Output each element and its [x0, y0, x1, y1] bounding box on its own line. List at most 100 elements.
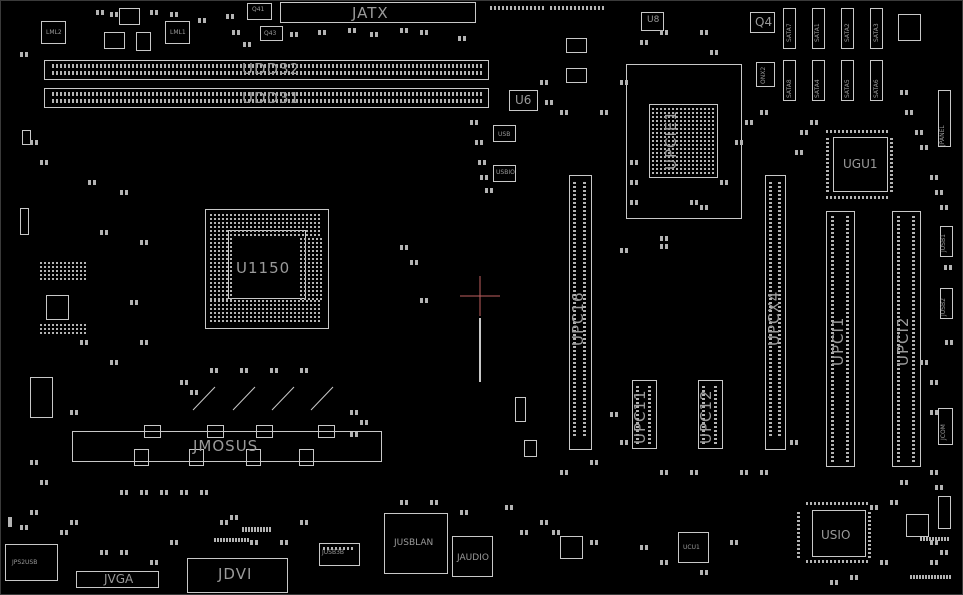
- label-lml2[interactable]: LML2: [46, 29, 62, 36]
- bracket-sm-2[interactable]: [104, 32, 125, 49]
- part-small-mid-2[interactable]: [524, 440, 537, 457]
- part-top-right[interactable]: [898, 14, 921, 41]
- label-jatx[interactable]: JATX: [352, 4, 389, 22]
- choke-bottom-4[interactable]: [299, 449, 314, 466]
- header-small-right[interactable]: [938, 496, 951, 529]
- label-sata4[interactable]: SATA4: [814, 79, 821, 98]
- label-jaudio[interactable]: JAUDIO: [457, 553, 489, 563]
- choke-top-4[interactable]: [318, 425, 335, 438]
- pci-slot-upci1[interactable]: [826, 211, 855, 467]
- label-sata5[interactable]: SATA5: [844, 79, 851, 98]
- vrm-region-jmosus[interactable]: [72, 431, 382, 462]
- chip-near-ucu1[interactable]: [560, 536, 583, 559]
- chip-ucu1[interactable]: [678, 532, 709, 563]
- chip-usb[interactable]: [493, 125, 516, 142]
- label-sata1[interactable]: SATA1: [814, 23, 821, 42]
- connector-jps2usb[interactable]: [5, 544, 58, 581]
- sata-connector-6[interactable]: [812, 60, 825, 101]
- label-jusb2[interactable]: JUSB2: [940, 298, 947, 316]
- label-u6[interactable]: U6: [515, 93, 532, 107]
- label-sata7[interactable]: SATA7: [786, 23, 793, 42]
- label-u1150[interactable]: U1150: [236, 259, 291, 277]
- sata-connector-2[interactable]: [812, 8, 825, 49]
- label-ugu1[interactable]: UGU1: [843, 157, 878, 171]
- label-udd32[interactable]: UDD32: [242, 60, 301, 78]
- dimm-slot-udd31[interactable]: [44, 88, 489, 108]
- connector-jaudio[interactable]: [452, 536, 493, 577]
- label-jvga[interactable]: JVGA: [104, 572, 134, 586]
- label-upcie1[interactable]: UPCIE1: [662, 110, 680, 170]
- pcie-slot-upc12[interactable]: [698, 380, 723, 449]
- label-jpanel[interactable]: JPANEL: [939, 125, 946, 146]
- label-lml1[interactable]: LML1: [170, 29, 186, 36]
- label-jcom[interactable]: JCOM: [940, 424, 947, 440]
- sata-connector-4[interactable]: [870, 8, 883, 49]
- choke-bottom-3[interactable]: [246, 449, 261, 466]
- label-upci2[interactable]: UPCI2: [894, 316, 912, 366]
- header-left-small[interactable]: [30, 377, 53, 418]
- label-q4[interactable]: Q4: [755, 15, 773, 29]
- part-q4[interactable]: [750, 12, 775, 33]
- sata-connector-5[interactable]: [783, 60, 796, 101]
- connector-jvga[interactable]: [76, 571, 159, 588]
- header-jusb2[interactable]: [940, 288, 953, 319]
- label-jdvi[interactable]: JDVI: [218, 565, 253, 583]
- pcie-slot-upcx4[interactable]: [765, 175, 786, 450]
- part-u6[interactable]: [509, 90, 538, 111]
- part-onx2[interactable]: [756, 62, 775, 87]
- dimm-slot-udd32[interactable]: [44, 60, 489, 80]
- bracket-sm-6[interactable]: [22, 130, 31, 145]
- header-jpanel[interactable]: [938, 90, 951, 147]
- header-jcom[interactable]: [938, 408, 953, 445]
- connector-jdvi[interactable]: [187, 558, 288, 593]
- label-sata6[interactable]: SATA6: [873, 79, 880, 98]
- sata-connector-1[interactable]: [783, 8, 796, 49]
- lan-chip[interactable]: [46, 295, 69, 320]
- pci-slot-upci2[interactable]: [892, 211, 921, 467]
- header-left-top[interactable]: [20, 208, 29, 235]
- label-usb[interactable]: USB: [498, 131, 511, 138]
- part-q43[interactable]: [260, 26, 283, 41]
- label-usbio[interactable]: USBIO: [496, 169, 515, 176]
- label-q41[interactable]: Q41: [252, 6, 265, 13]
- label-jusb3b[interactable]: JUSB3B: [322, 549, 345, 556]
- choke-bottom-2[interactable]: [189, 449, 204, 466]
- choke-top-2[interactable]: [207, 425, 224, 438]
- label-q43[interactable]: Q43: [264, 30, 277, 37]
- part-q41[interactable]: [247, 3, 272, 20]
- label-jps2usb[interactable]: JPS2USB: [12, 559, 38, 566]
- choke-top-1[interactable]: [144, 425, 161, 438]
- bracket-sm-3[interactable]: [136, 32, 151, 51]
- inductor-lml1[interactable]: [165, 21, 190, 44]
- connector-jusb3b[interactable]: [319, 543, 360, 566]
- pcie-slot-upc11[interactable]: [632, 380, 657, 449]
- part-right-small[interactable]: [906, 514, 929, 537]
- label-upc12[interactable]: UPC12: [697, 389, 715, 444]
- cpu-socket-u1150[interactable]: [205, 209, 329, 329]
- choke-bottom-1[interactable]: [134, 449, 149, 466]
- chip-usio[interactable]: [812, 510, 866, 557]
- bracket-sm-5[interactable]: [566, 68, 587, 83]
- bracket-sm-1[interactable]: [119, 8, 140, 25]
- connector-jusblan[interactable]: [384, 513, 448, 574]
- label-jmosus[interactable]: JMOSUS: [193, 437, 259, 455]
- bracket-sm-4[interactable]: [566, 38, 587, 53]
- chip-usbio[interactable]: [493, 165, 516, 182]
- sata-connector-3[interactable]: [841, 8, 854, 49]
- part-small-mid[interactable]: [515, 397, 526, 422]
- choke-top-3[interactable]: [256, 425, 273, 438]
- part-u8[interactable]: [641, 12, 664, 31]
- inductor-lml2[interactable]: [41, 21, 66, 44]
- chip-ugu1[interactable]: [833, 137, 888, 192]
- label-u8[interactable]: U8: [647, 15, 660, 25]
- label-usio[interactable]: USIO: [821, 528, 851, 542]
- label-upcx4[interactable]: UPCX4: [765, 290, 783, 346]
- sata-connector-8[interactable]: [870, 60, 883, 101]
- label-ucu1[interactable]: UCU1: [683, 544, 700, 551]
- label-sata3[interactable]: SATA3: [873, 23, 880, 42]
- label-sata8[interactable]: SATA8: [786, 79, 793, 98]
- sata-connector-7[interactable]: [841, 60, 854, 101]
- header-jusb1[interactable]: [940, 226, 953, 257]
- pcie-slot-upc16[interactable]: [569, 175, 592, 450]
- label-udd31[interactable]: UDD31: [242, 89, 301, 107]
